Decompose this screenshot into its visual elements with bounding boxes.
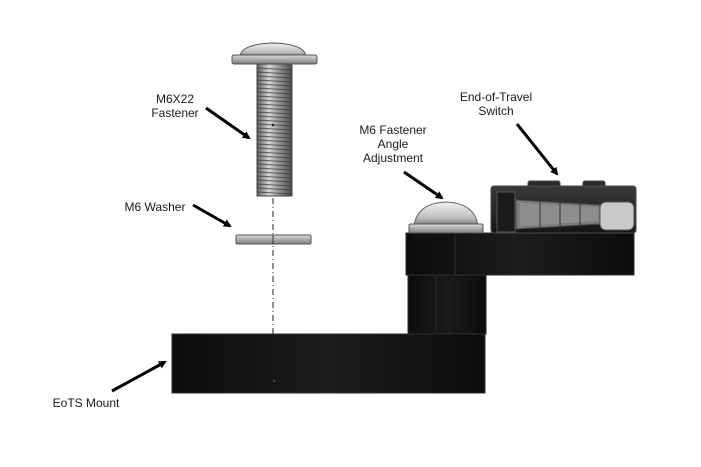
switch-label-line-2: Switch <box>478 104 513 118</box>
thread-line <box>256 135 293 139</box>
fastener-threads <box>256 67 293 195</box>
mount-arrow <box>111 360 167 393</box>
washer-arrow <box>192 203 232 228</box>
thread-line <box>256 119 293 123</box>
thread-line <box>256 175 293 179</box>
thread-line <box>256 179 293 183</box>
eots-mount <box>171 333 486 394</box>
thread-line <box>256 115 293 119</box>
angle-arm <box>405 232 635 276</box>
thread-line <box>256 187 293 191</box>
thread-line <box>256 131 293 135</box>
angle-adjust-label-line-3: Adjustment <box>363 151 424 165</box>
thread-line <box>256 111 293 115</box>
thread-line <box>256 167 293 171</box>
thread-line <box>256 99 293 103</box>
thread-line <box>256 123 293 127</box>
mount-post <box>407 274 487 335</box>
thread-line <box>256 127 293 131</box>
angle-adjust-label: M6 Fastener Angle Adjustment <box>359 123 426 165</box>
thread-line <box>256 107 293 111</box>
m6-washer <box>235 234 312 245</box>
thread-line <box>256 147 293 151</box>
washer-label: M6 Washer <box>125 200 186 214</box>
thread-line <box>256 155 293 159</box>
switch-label: End-of-Travel Switch <box>460 90 532 118</box>
angle-adjust-label-line-2: Angle <box>378 137 409 151</box>
thread-line <box>256 171 293 175</box>
fastener-label-line-1: M6X22 <box>156 92 194 106</box>
thread-line <box>256 159 293 163</box>
end-of-travel-switch <box>490 180 637 234</box>
thread-line <box>256 79 293 83</box>
fastener-label: M6X22 Fastener <box>151 92 198 120</box>
thread-line <box>256 163 293 167</box>
switch-label-line-1: End-of-Travel <box>460 90 532 104</box>
switch-arrow <box>515 123 559 176</box>
thread-line <box>256 183 293 187</box>
thread-line <box>256 95 293 99</box>
thread-line <box>256 103 293 107</box>
thread-line <box>256 75 293 79</box>
m6x22-fastener <box>231 42 318 197</box>
thread-line <box>256 91 293 95</box>
mount-label: EoTS Mount <box>53 396 120 410</box>
thread-line <box>256 71 293 75</box>
thread-line <box>256 143 293 147</box>
angle-adjust-arrow <box>403 170 444 200</box>
fastener-arrow <box>205 106 251 140</box>
thread-line <box>256 191 293 195</box>
fastener-label-line-2: Fastener <box>151 106 198 120</box>
thread-line <box>256 151 293 155</box>
thread-line <box>256 67 293 71</box>
angle-adjust-label-line-1: M6 Fastener <box>359 123 426 137</box>
thread-line <box>256 87 293 91</box>
m6-angle-adjust-fastener <box>408 201 484 234</box>
thread-line <box>256 83 293 87</box>
thread-line <box>256 139 293 143</box>
